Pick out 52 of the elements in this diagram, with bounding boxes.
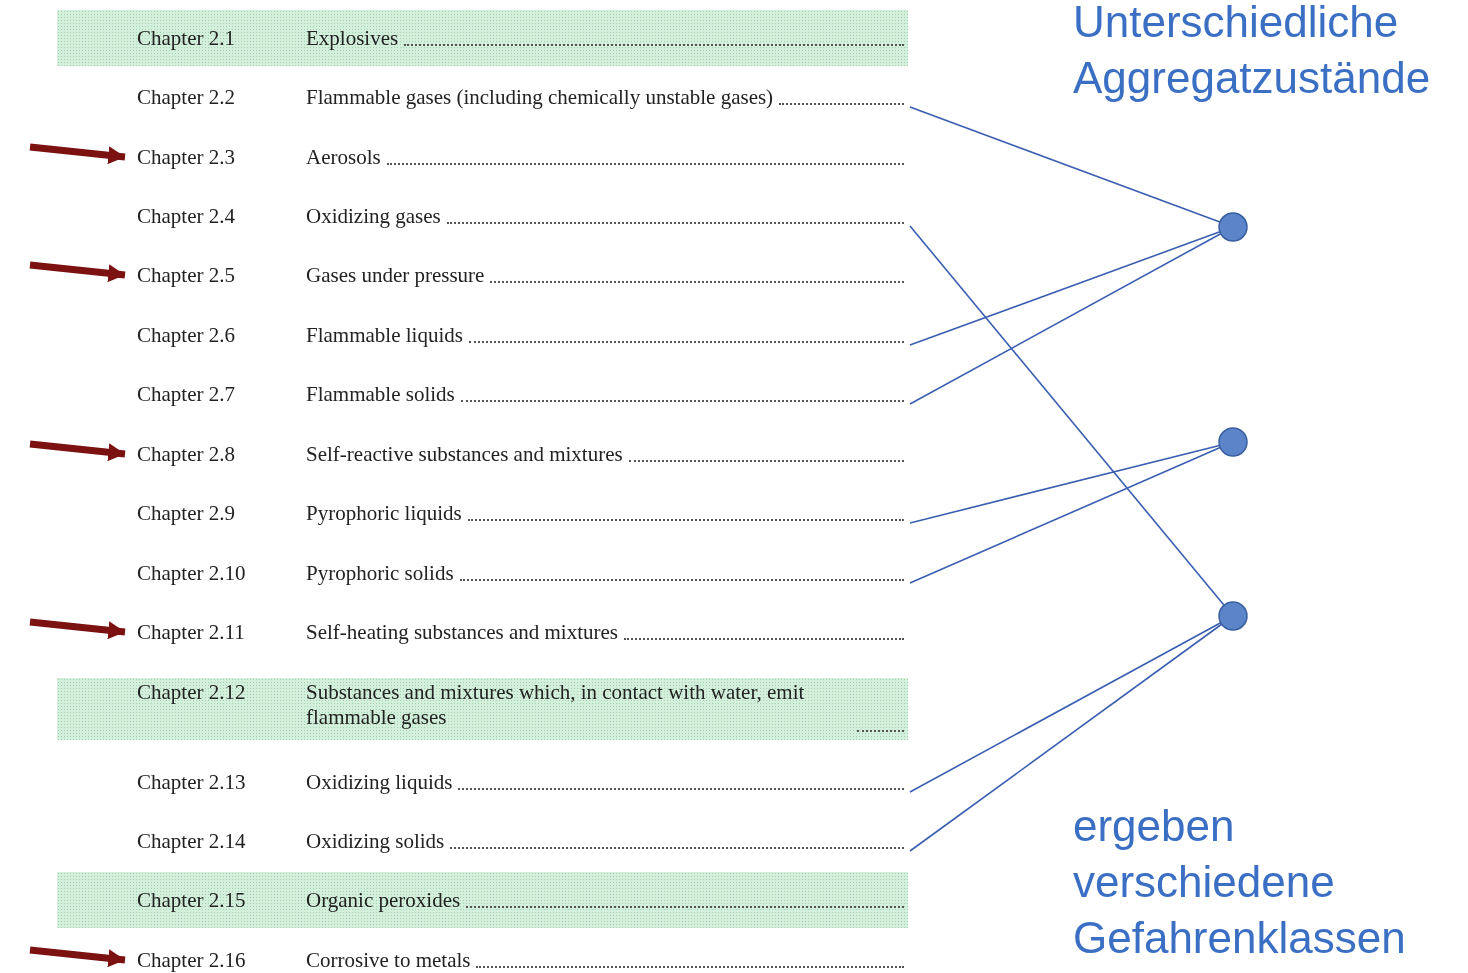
- chapter-title: Gases under pressure: [306, 262, 485, 288]
- arrow: [29, 618, 126, 640]
- connector-line: [909, 446, 1221, 584]
- chapter-number: Chapter 2.8: [137, 441, 236, 467]
- chapter-number: Chapter 2.15: [137, 887, 247, 913]
- chapter-number: Chapter 2.3: [137, 144, 236, 170]
- highlighted-toc-entry: [57, 872, 908, 928]
- chapter-number: Chapter 2.12: [137, 680, 247, 705]
- chapter-title: Substances and mixtures which, in contact with water, emit flammable gases: [306, 680, 806, 730]
- arrow: [29, 946, 126, 968]
- chapter-number: Chapter 2.14: [137, 828, 247, 854]
- chapter-title: Flammable gases (including chemically unstable gases): [306, 84, 774, 110]
- connector-line: [909, 621, 1222, 793]
- chapter-number: Chapter 2.9: [137, 500, 236, 526]
- arrow: [29, 261, 126, 283]
- annotation-text: ergeben verschiedene Gefahrenklassen: [1073, 800, 1407, 964]
- circle-marker: [1218, 601, 1248, 631]
- chapter-number: Chapter 2.6: [137, 322, 236, 348]
- connector-line: [909, 225, 1225, 606]
- arrow: [29, 440, 126, 462]
- chapter-title: Oxidizing solids: [306, 828, 445, 854]
- chapter-number: Chapter 2.10: [137, 560, 247, 586]
- circle-marker: [1218, 212, 1248, 242]
- chapter-title: Pyrophoric liquids: [306, 500, 462, 526]
- highlighted-toc-entry: [57, 10, 908, 66]
- circle-marker: [1218, 427, 1248, 457]
- chapter-number: Chapter 2.5: [137, 262, 236, 288]
- connector-line: [909, 231, 1221, 346]
- chapter-title: Aerosols: [306, 144, 381, 170]
- highlighted-toc-entry: [57, 678, 908, 740]
- chapter-number: Chapter 2.7: [137, 381, 236, 407]
- chapter-number: Chapter 2.16: [137, 947, 247, 973]
- connector-line: [909, 106, 1221, 223]
- chapter-title: Oxidizing liquids: [306, 769, 453, 795]
- connector-line: [909, 444, 1221, 524]
- chapter-title: Explosives: [306, 25, 399, 51]
- chapter-number: Chapter 2.2: [137, 84, 236, 110]
- chapter-title: Flammable liquids: [306, 322, 463, 348]
- chapter-title: Organic peroxides: [306, 887, 461, 913]
- chapter-title: Flammable solids: [306, 381, 455, 407]
- chapter-title: Self-reactive substances and mixtures: [306, 441, 623, 467]
- chapter-title: Pyrophoric solids: [306, 560, 454, 586]
- arrow: [29, 143, 126, 165]
- chapter-title: Corrosive to metals: [306, 947, 471, 973]
- connector-line: [909, 232, 1222, 405]
- chapter-title: Self-heating substances and mixtures: [306, 619, 618, 645]
- chapter-number: Chapter 2.4: [137, 203, 236, 229]
- annotation-text: Unterschiedliche Aggregatzustände: [1073, 0, 1432, 104]
- chapter-number: Chapter 2.1: [137, 25, 236, 51]
- chapter-title: Oxidizing gases: [306, 203, 441, 229]
- chapter-number: Chapter 2.13: [137, 769, 247, 795]
- chapter-number: Chapter 2.11: [137, 619, 246, 645]
